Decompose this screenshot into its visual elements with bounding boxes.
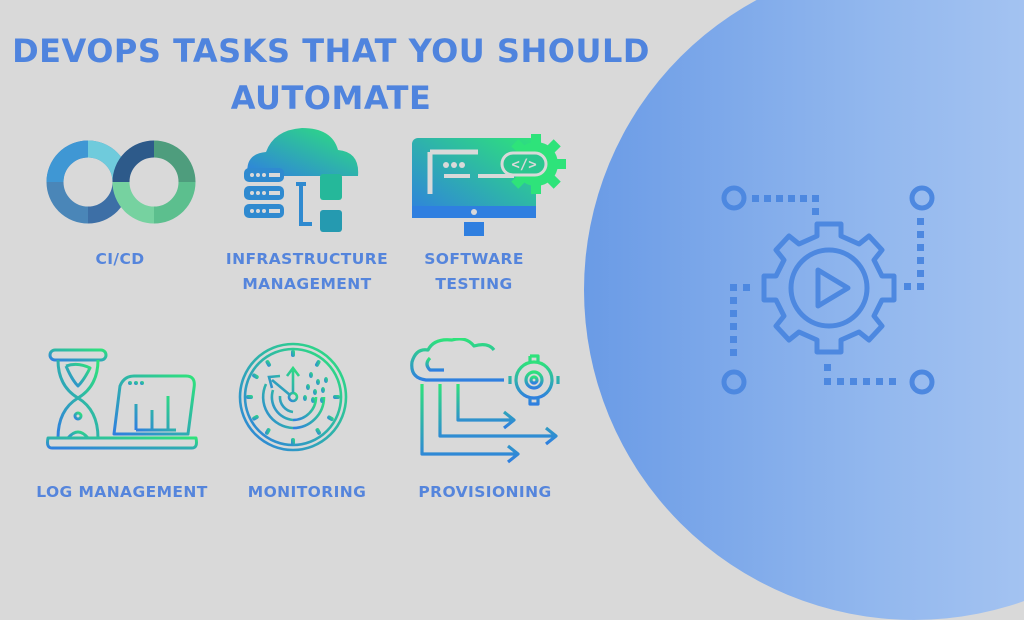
- task-monitoring: [236, 340, 350, 454]
- title-line-2: AUTOMATE: [230, 79, 432, 117]
- task-software-testing: </>: [408, 130, 566, 242]
- infinity-loop-icon: [46, 140, 196, 224]
- task-provisioning: [408, 338, 564, 470]
- hourglass-laptop-icon: [46, 348, 198, 450]
- task-label-monitoring: MONITORING: [247, 483, 367, 501]
- cloud-gear-arrows-icon: [410, 338, 560, 464]
- task-label-log-management: LOG MANAGEMENT: [36, 483, 208, 501]
- radar-gauge-icon: [238, 342, 348, 452]
- monitor-code-gear-icon: </>: [412, 134, 566, 236]
- cloud-server-icon: [244, 128, 359, 232]
- task-label-infrastructure-management: INFRASTRUCTURE MANAGEMENT: [225, 250, 389, 293]
- task-infrastructure-management: [240, 124, 370, 236]
- gear-play-automation-icon: [721, 185, 935, 395]
- title-line-1: DEVOPS TASKS THAT YOU SHOULD: [12, 32, 650, 70]
- page-title: DEVOPS TASKS THAT YOU SHOULD AUTOMATE: [0, 28, 662, 122]
- task-label-software-testing: SOFTWARE TESTING: [424, 250, 524, 293]
- task-log-management: [44, 346, 200, 454]
- task-label-provisioning: PROVISIONING: [418, 483, 552, 501]
- task-label-ci-cd: CI/CD: [95, 250, 145, 268]
- task-ci-cd: [44, 138, 198, 226]
- hero-automation-graphic: [714, 174, 944, 408]
- svg-text:</>: </>: [511, 157, 536, 173]
